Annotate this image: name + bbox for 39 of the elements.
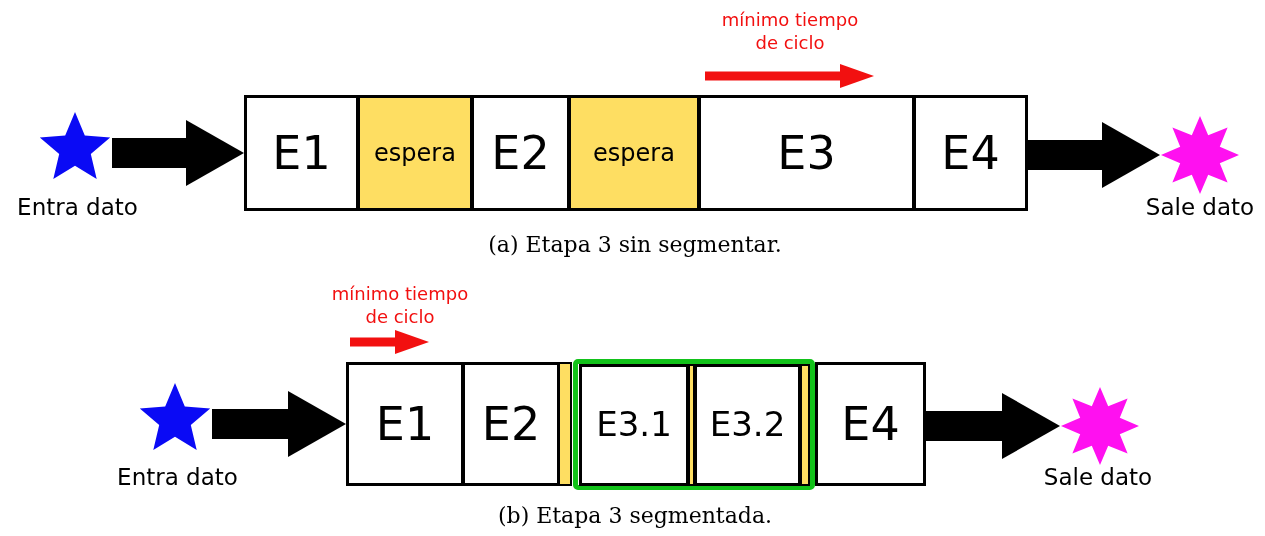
caption-text: Entra dato — [116, 464, 239, 490]
stage-box — [698, 95, 915, 211]
star-icon — [1160, 116, 1240, 194]
stage-box — [357, 95, 473, 211]
stage-label: E4 — [841, 398, 900, 450]
stage-label: E1 — [272, 127, 331, 179]
stage-label: espera — [593, 139, 675, 167]
wait-bar — [558, 362, 572, 486]
caption-text: Sale dato — [1144, 194, 1256, 220]
stage-box — [568, 95, 700, 211]
stage-box — [579, 364, 689, 486]
star-icon — [1060, 387, 1140, 465]
stage-box — [244, 95, 359, 211]
figure-caption: (a) Etapa 3 sin segmentar. — [487, 232, 783, 257]
stage-label: E4 — [941, 127, 1000, 179]
stage-box — [346, 362, 464, 486]
stage-box — [694, 364, 801, 486]
stage-label: espera — [374, 139, 456, 167]
stage-box — [913, 95, 1028, 211]
stage-label: E1 — [375, 398, 435, 450]
stage-label: E3.1 — [596, 406, 672, 444]
caption-text: Entra dato — [16, 194, 139, 220]
annotation-text: mínimo tiempo de ciclo — [330, 282, 470, 329]
arrow — [112, 120, 244, 186]
arrow — [212, 391, 346, 457]
stage-box — [471, 95, 570, 211]
group-frame — [573, 359, 815, 490]
figure-caption: (b) Etapa 3 segmentada. — [496, 503, 773, 528]
arrow — [926, 393, 1060, 459]
stage-label: E2 — [481, 398, 541, 450]
caption-text: Sale dato — [1042, 464, 1154, 490]
stage-label: E2 — [491, 127, 550, 179]
arrow — [1028, 122, 1160, 188]
wait-bar — [800, 364, 810, 486]
stage-box — [815, 362, 926, 486]
stage-label: E3.2 — [709, 406, 786, 444]
stage-box — [462, 362, 560, 486]
stage-label: E3 — [777, 127, 836, 179]
annotation-text: mínimo tiempo de ciclo — [720, 8, 860, 55]
